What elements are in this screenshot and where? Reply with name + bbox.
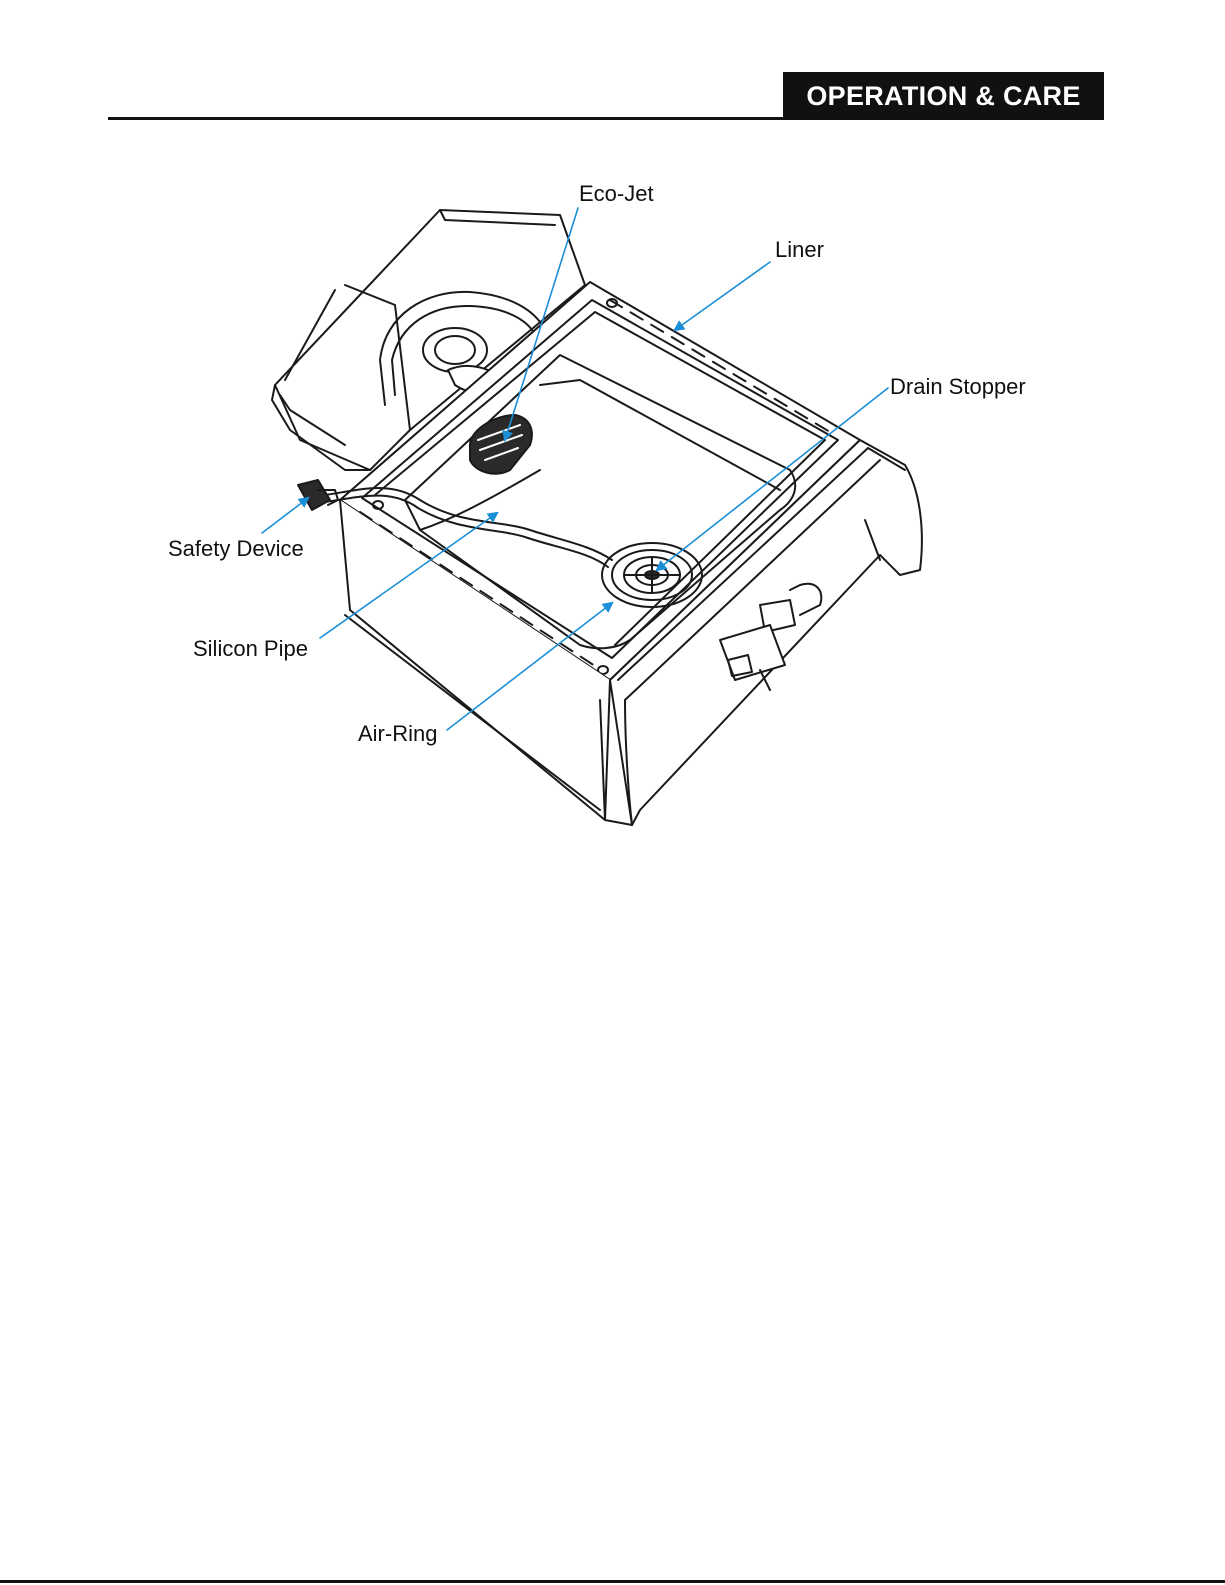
label-eco-jet: Eco-Jet [579, 182, 654, 206]
bottom-rule [0, 1580, 1225, 1583]
label-air-ring: Air-Ring [358, 722, 437, 746]
label-liner: Liner [775, 238, 824, 262]
label-drain-stopper: Drain Stopper [890, 375, 1026, 399]
leader-liner [675, 262, 770, 330]
label-safety-device: Safety Device [168, 537, 304, 561]
safety-device [298, 480, 338, 510]
label-silicon-pipe: Silicon Pipe [193, 637, 308, 661]
leader-safety-device [262, 498, 308, 533]
drain-stopper [624, 557, 680, 593]
